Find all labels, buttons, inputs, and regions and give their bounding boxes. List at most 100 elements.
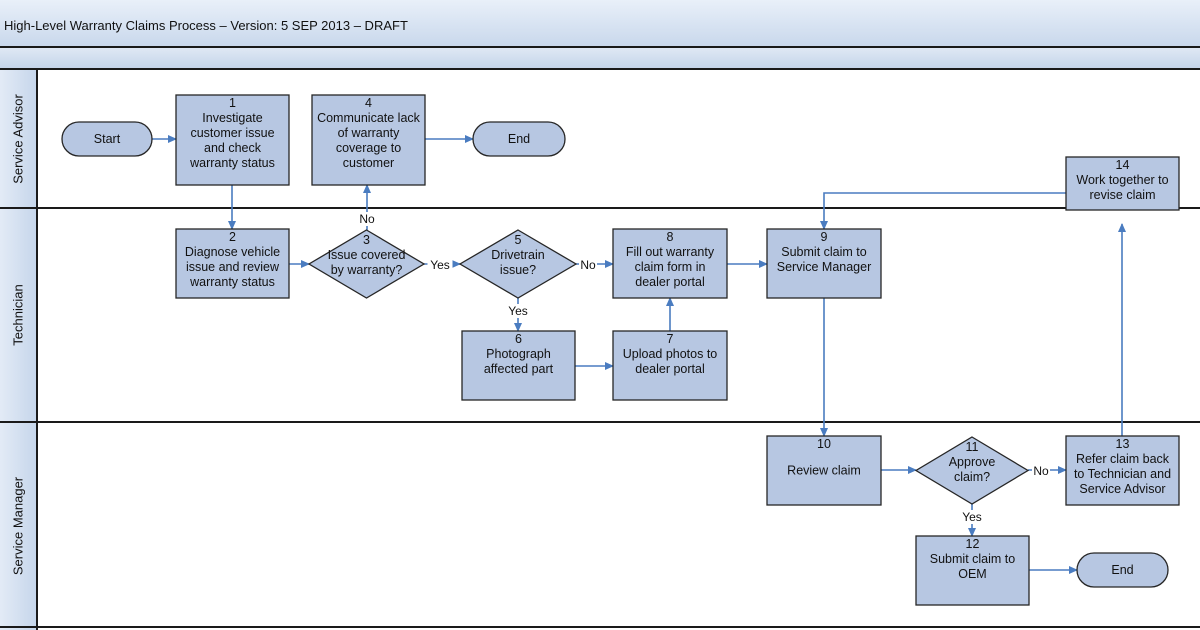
lane-divider: [0, 421, 1200, 423]
node-number: 10: [817, 437, 831, 451]
node-number: 6: [515, 332, 522, 346]
edge-label-background: [505, 304, 531, 318]
node-label: by warranty?: [331, 263, 403, 277]
node-label: warranty status: [189, 275, 275, 289]
node-label: Photograph: [486, 347, 551, 361]
node-label: Fill out warranty: [626, 245, 715, 259]
node-label: affected part: [484, 362, 554, 376]
node-label: Submit claim to: [781, 245, 866, 259]
edge-label-background: [358, 212, 376, 226]
lane-header-service-advisor: Service Advisor: [0, 70, 38, 208]
node-label: coverage to: [336, 141, 401, 155]
lane-header-technician: Technician: [0, 208, 38, 422]
node-label: Upload photos to: [623, 347, 718, 361]
node-shape: [61, 121, 153, 157]
node-label: Drivetrain: [491, 248, 545, 262]
node-label: issue?: [500, 263, 536, 277]
node-number: 4: [365, 96, 372, 110]
node-end2: End: [1076, 552, 1169, 588]
node-shape: [175, 228, 290, 299]
node-number: 13: [1116, 437, 1130, 451]
node-shape: [311, 94, 426, 186]
node-label: dealer portal: [635, 362, 705, 376]
node-shape: [461, 330, 576, 401]
node-label: customer: [343, 156, 394, 170]
node-label: Work together to: [1076, 173, 1168, 187]
edge-label-n3-yes: Yes: [430, 258, 450, 272]
diagram-title-bar: High-Level Warranty Claims Process – Ver…: [0, 0, 1200, 48]
header-band: [0, 48, 1200, 70]
node-number: 5: [515, 233, 522, 247]
edge-label-background: [427, 258, 453, 272]
node-label: claim form in: [635, 260, 706, 274]
node-label: Service Advisor: [1079, 482, 1165, 496]
node-end1: End: [472, 121, 566, 157]
node-label: Issue covered: [328, 248, 406, 262]
node-shape: [1065, 156, 1180, 211]
node-shape: [175, 94, 290, 186]
node-label: Investigate: [202, 111, 263, 125]
connector-arrow: [820, 192, 1066, 230]
node-label: End: [1111, 563, 1133, 577]
node-label: Diagnose vehicle: [185, 245, 280, 259]
node-label: dealer portal: [635, 275, 705, 289]
node-label: OEM: [958, 567, 986, 581]
node-number: 11: [966, 440, 979, 454]
node-number: 7: [667, 332, 674, 346]
lane-header-service-manager: Service Manager: [0, 422, 38, 630]
node-shape: [307, 229, 426, 299]
node-number: 1: [229, 96, 236, 110]
node-label: issue and review: [186, 260, 280, 274]
node-label: of warranty: [338, 126, 401, 140]
node-number: 3: [363, 233, 370, 247]
edge-label-n11-yes: Yes: [962, 510, 982, 524]
node-label: Start: [94, 132, 121, 146]
lane-divider: [0, 207, 1200, 209]
diagram-title: High-Level Warranty Claims Process – Ver…: [4, 18, 408, 33]
node-start: Start: [61, 121, 153, 157]
edge-label-n5-yes: Yes: [508, 304, 528, 318]
node-label: Review claim: [787, 464, 861, 478]
node-number: 9: [821, 230, 828, 244]
edge-label-background: [959, 510, 985, 524]
node-shape: [766, 228, 882, 299]
node-shape: [915, 535, 1030, 606]
node-label: Refer claim back: [1076, 452, 1170, 466]
edge-label-n5-no: No: [580, 258, 596, 272]
node-shape: [612, 228, 728, 299]
node-number: 8: [667, 230, 674, 244]
node-label: Service Manager: [777, 260, 872, 274]
edge-label-background: [1032, 464, 1050, 478]
node-label: Submit claim to: [930, 552, 1015, 566]
node-label: claim?: [954, 470, 990, 484]
node-shape: [1065, 435, 1180, 506]
node-label: Approve: [949, 455, 996, 469]
node-number: 14: [1116, 158, 1130, 172]
edge-label-n11-no: No: [1033, 464, 1049, 478]
edge-label-background: [579, 258, 597, 272]
node-label: warranty status: [189, 156, 275, 170]
node-label: End: [508, 132, 530, 146]
node-shape: [612, 330, 728, 401]
node-number: 2: [229, 230, 236, 244]
node-shape: [914, 436, 1030, 505]
node-shape: [472, 121, 566, 157]
node-label: revise claim: [1090, 188, 1156, 202]
node-label: Communicate lack: [317, 111, 421, 125]
